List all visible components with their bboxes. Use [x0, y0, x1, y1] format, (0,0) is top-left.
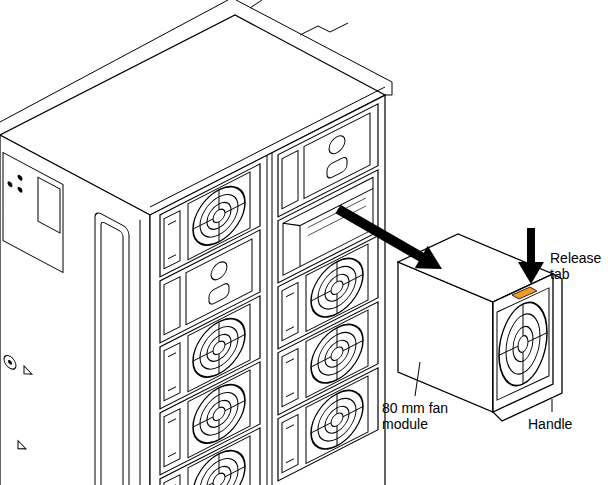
release-tab — [512, 287, 537, 299]
removal-arrow — [336, 205, 443, 269]
leader-line — [552, 399, 553, 412]
part-label: Release tab — [550, 250, 604, 282]
part-label: Handle — [528, 416, 590, 432]
push-arrow — [518, 228, 544, 284]
chassis-side — [0, 135, 150, 485]
leader-line — [415, 362, 420, 396]
part-label: 80 mm fan module — [382, 400, 456, 432]
fan-bays — [150, 95, 385, 485]
